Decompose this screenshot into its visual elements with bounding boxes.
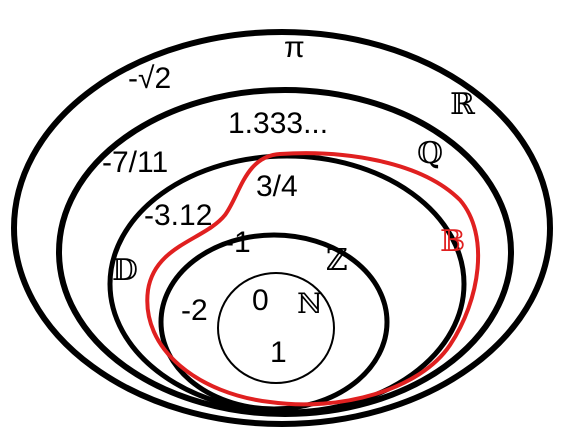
element-neg-sqrt2: -√2 xyxy=(128,62,171,95)
element-1: 1 xyxy=(270,336,287,369)
element-neg-2: -2 xyxy=(181,294,208,327)
element-0: 0 xyxy=(252,284,269,317)
naturals-symbol: ℕ xyxy=(297,287,323,320)
element-3-4: 3/4 xyxy=(256,170,298,203)
element-neg-1: -1 xyxy=(224,226,251,259)
integers-symbol: ℤ xyxy=(326,243,348,278)
rationals-symbol: ℚ xyxy=(417,136,443,171)
binary-fractions-symbol: 𝔹 xyxy=(440,224,465,259)
element-pi: π xyxy=(284,31,305,64)
set-reals-outline xyxy=(11,29,553,427)
decimals-symbol: 𝔻 xyxy=(112,253,138,288)
set-naturals-outline xyxy=(217,272,335,384)
reals-symbol: ℝ xyxy=(450,87,476,122)
element-1-333: 1.333... xyxy=(228,107,328,140)
element-neg-3-12: -3.12 xyxy=(144,199,212,232)
element-neg-7-11: -7/11 xyxy=(102,146,168,179)
set-integers-outline xyxy=(158,232,390,412)
set-decimals-outline xyxy=(107,153,467,415)
set-binary-fractions-outline xyxy=(145,151,481,407)
